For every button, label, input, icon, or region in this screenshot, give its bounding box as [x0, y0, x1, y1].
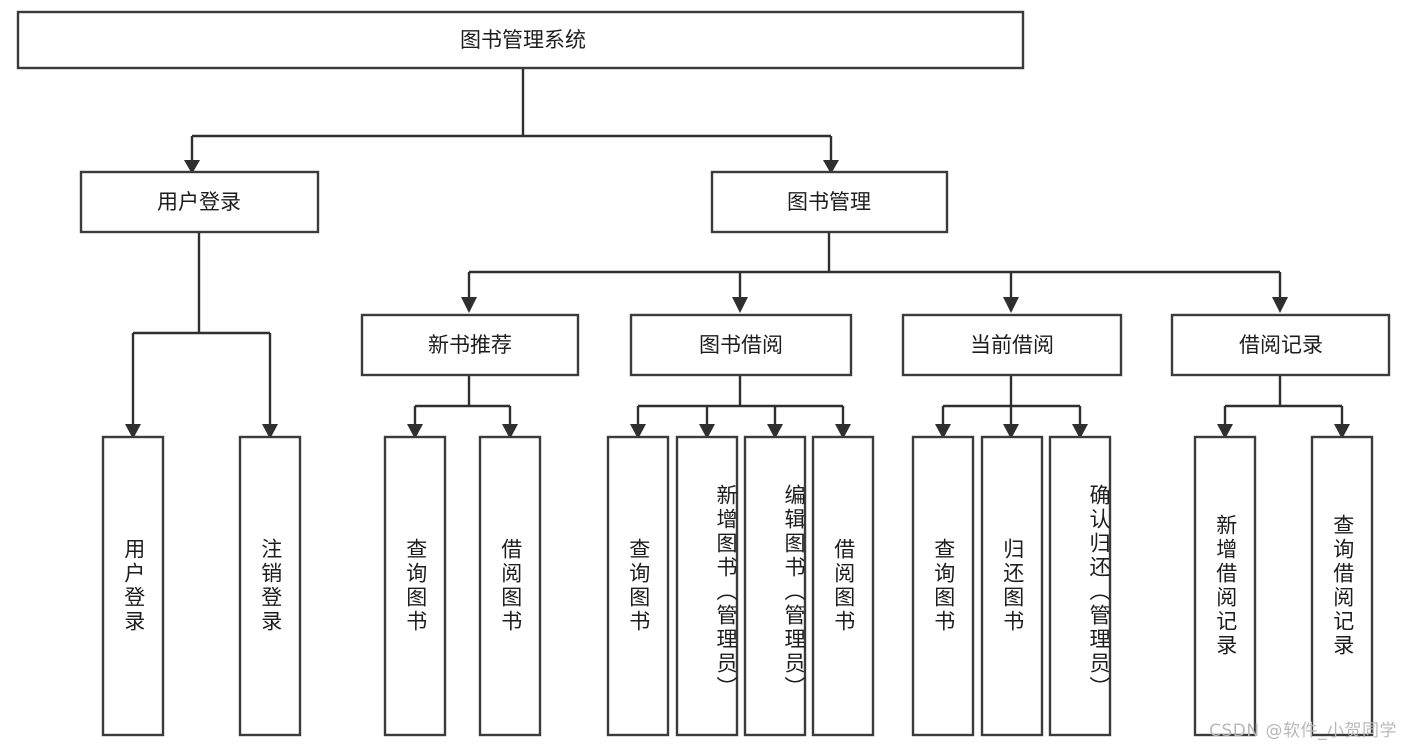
arrow-head-leaf-query-book-2: [630, 424, 646, 439]
node-book-borrow[interactable]: 图书借阅: [629, 313, 853, 377]
node-book-borrow-box[interactable]: [629, 313, 853, 377]
arrow-head-leaf-return-book: [1003, 424, 1019, 439]
node-user-login-box[interactable]: [79, 170, 320, 234]
arrow-head-leaf-query-record: [1334, 424, 1350, 439]
edge-book-borrow-to-leaves: [636, 375, 845, 429]
node-book-mgmt-box[interactable]: [710, 170, 949, 234]
node-user-login[interactable]: 用户登录: [79, 170, 320, 234]
edge-current-borrow-to-leaves: [941, 375, 1082, 429]
leaf-box-group: [101, 435, 1374, 737]
arrow-head-leaf-user-login: [125, 424, 141, 439]
arrow-head-leaf-query-book-1: [407, 424, 423, 439]
edge-root-to-level2: [190, 68, 833, 163]
arrow-head-leaf-borrow-book-1: [502, 424, 518, 439]
node-new-book-rec[interactable]: 新书推荐: [360, 313, 580, 377]
edge-user-login-to-leaves: [131, 232, 272, 429]
node-leaf-add-book-box[interactable]: [675, 435, 739, 737]
node-new-book-rec-label: 新书推荐: [428, 333, 512, 357]
node-borrow-record-label: 借阅记录: [1239, 333, 1323, 357]
node-current-borrow-box[interactable]: [901, 313, 1123, 377]
node-leaf-query-book-3-box[interactable]: [911, 435, 975, 737]
edge-borrow-record-to-leaves: [1223, 375, 1344, 429]
arrow-head-leaf-logout: [262, 424, 278, 439]
node-book-borrow-label: 图书借阅: [699, 333, 783, 357]
edge-book-mgmt-to-level3: [467, 232, 1282, 301]
node-leaf-confirm-return-box[interactable]: [1048, 435, 1112, 737]
node-leaf-return-book-box[interactable]: [980, 435, 1044, 737]
node-book-mgmt[interactable]: 图书管理: [710, 170, 949, 234]
node-current-borrow-label: 当前借阅: [970, 333, 1054, 357]
node-root-label: 图书管理系统: [460, 28, 586, 52]
arrow-head-book-borrow: [732, 297, 748, 313]
arrow-head-leaf-add-record: [1217, 424, 1233, 439]
csdn-watermark: CSDN @软件_小贺同学: [1209, 721, 1397, 741]
node-leaf-query-book-2-box[interactable]: [606, 435, 670, 737]
arrow-head-current-borrow: [1003, 297, 1019, 313]
node-leaf-user-login-box[interactable]: [101, 435, 165, 737]
arrow-head-leaf-query-book-3: [935, 424, 951, 439]
node-new-book-rec-box[interactable]: [360, 313, 580, 377]
arrow-head-leaf-add-book: [699, 424, 715, 439]
node-leaf-logout-box[interactable]: [238, 435, 302, 737]
node-leaf-edit-book-box[interactable]: [743, 435, 807, 737]
node-book-mgmt-label: 图书管理: [787, 190, 871, 214]
connector-group: [125, 68, 1350, 439]
node-leaf-query-book-1-box[interactable]: [383, 435, 447, 737]
arrow-head-leaf-edit-book: [767, 424, 783, 439]
node-user-login-label: 用户登录: [157, 190, 241, 214]
node-leaf-query-record-box[interactable]: [1310, 435, 1374, 737]
node-current-borrow[interactable]: 当前借阅: [901, 313, 1123, 377]
node-root-box[interactable]: [16, 10, 1025, 70]
node-borrow-record[interactable]: 借阅记录: [1170, 313, 1391, 377]
node-borrow-record-box[interactable]: [1170, 313, 1391, 377]
arrow-head-book-mgmt: [823, 160, 839, 174]
node-leaf-borrow-book-2-box[interactable]: [811, 435, 875, 737]
arrow-head-borrow-record: [1272, 297, 1288, 313]
arrow-head-leaf-borrow-book-2: [835, 424, 851, 439]
arrow-head-user-login: [184, 160, 200, 174]
node-root[interactable]: 图书管理系统: [16, 10, 1025, 70]
arrow-head-leaf-confirm-return: [1072, 424, 1088, 439]
arrow-head-new-book-rec: [461, 297, 477, 313]
node-leaf-borrow-book-1-box[interactable]: [478, 435, 542, 737]
edge-new-book-rec-to-leaves: [413, 375, 512, 429]
node-leaf-add-record-box[interactable]: [1193, 435, 1257, 737]
